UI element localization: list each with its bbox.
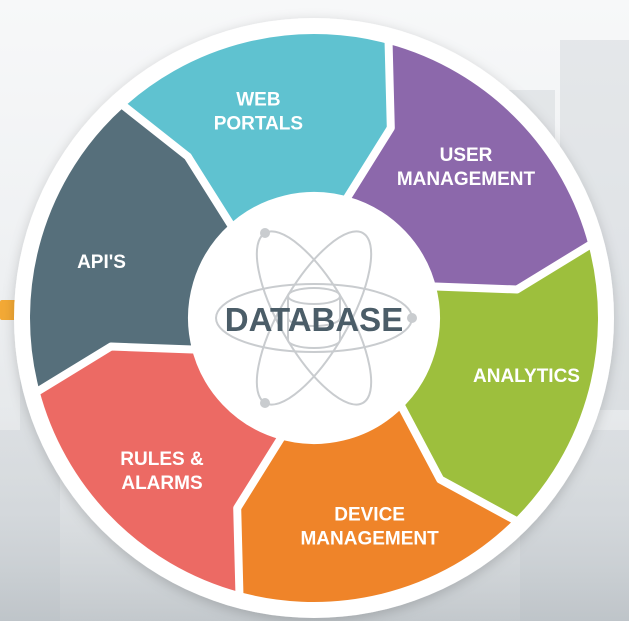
segment-label-line: API'S — [77, 252, 126, 273]
segment-label-device-management: DEVICE MANAGEMENT — [300, 505, 439, 550]
segment-rules-alarms — [28, 339, 287, 601]
electron-dot — [260, 398, 270, 408]
segment-analytics — [391, 239, 606, 536]
segment-label-line: WEB — [236, 89, 280, 110]
segment-label-web-portals: WEB PORTALS — [214, 89, 303, 134]
center-circle — [198, 202, 430, 434]
segment-label-line: PORTALS — [214, 113, 303, 134]
segment-label-line: MANAGEMENT — [300, 529, 439, 550]
segment-label-rules-alarms: RULES & ALARMS — [120, 449, 204, 494]
segment-label-line: DEVICE — [334, 505, 405, 526]
cylinder-body — [287, 296, 341, 349]
segment-user-management — [341, 35, 600, 297]
segment-label-line: USER — [440, 145, 493, 166]
segment-label-line: ALARMS — [121, 473, 202, 494]
segment-label-line: RULES & — [120, 449, 204, 470]
atom-database-icon — [215, 228, 417, 408]
segment-label-line: MANAGEMENT — [397, 169, 536, 190]
segment-label-apis: API'S — [77, 252, 126, 273]
cylinder-band — [287, 317, 341, 327]
center-label: DATABASE — [225, 301, 403, 338]
segment-label-analytics: ANALYTICS — [473, 366, 580, 387]
electron-dot — [407, 313, 417, 323]
segment-label-user-management: USER MANAGEMENT — [397, 145, 536, 190]
electron-dot — [260, 228, 270, 238]
segment-apis — [22, 100, 237, 397]
segment-label-line: ANALYTICS — [473, 366, 580, 387]
segment-web-portals — [106, 26, 407, 236]
segment-device-management — [221, 400, 522, 610]
